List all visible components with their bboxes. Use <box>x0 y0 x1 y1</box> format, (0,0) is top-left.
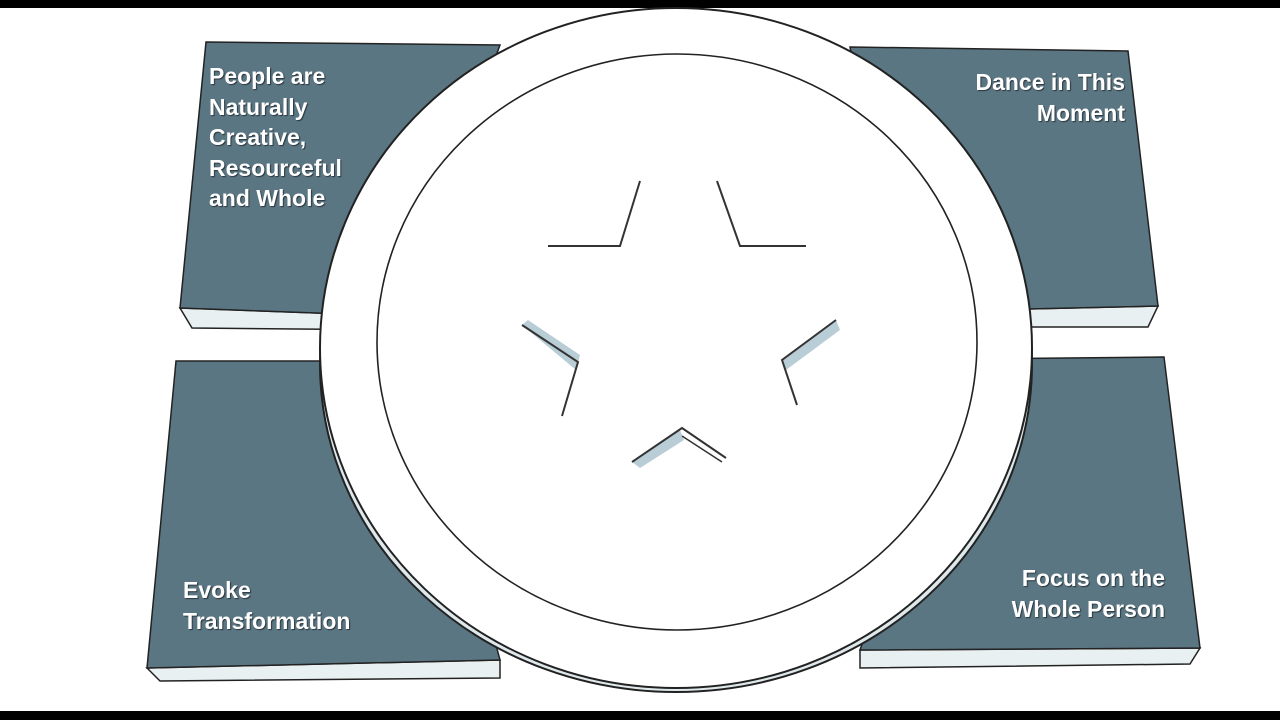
star-edge-right <box>780 319 837 406</box>
label-bottom-right: Focus on the Whole Person <box>1011 565 1165 622</box>
letterbox-bottom <box>0 711 1280 720</box>
label-top-right: Dance in This Moment <box>975 69 1125 126</box>
letterbox-top <box>0 0 1280 8</box>
label-top-left: People are Naturally Creative, Resourcef… <box>209 63 342 211</box>
star-edge-bottom-inner <box>681 435 723 463</box>
star-edge-left <box>521 324 580 417</box>
panel-bottom-right-side <box>859 647 1202 669</box>
center-disc <box>319 7 1033 693</box>
disc-inner-ring <box>376 53 978 631</box>
star-icon <box>521 180 840 468</box>
star-shade-right <box>782 320 840 370</box>
star-shade-bottom <box>632 430 684 468</box>
star-edge-top-left <box>548 180 641 247</box>
star-edge-bottom <box>631 426 727 463</box>
star-edge-top-right <box>716 180 806 247</box>
label-bottom-left: Evoke Transformation <box>183 577 351 634</box>
